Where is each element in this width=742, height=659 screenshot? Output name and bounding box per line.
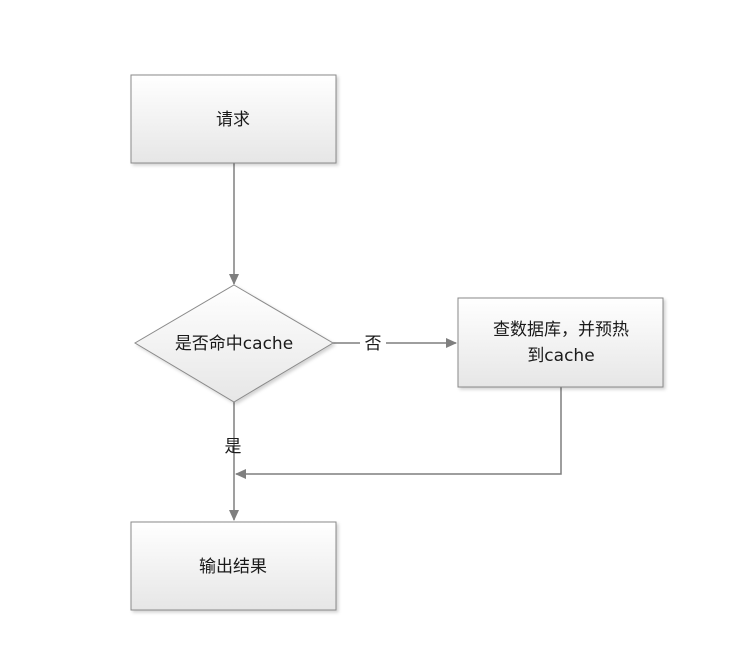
node-query: 查数据库，并预热 到cache [457,297,664,388]
node-output-label: 输出结果 [199,557,267,577]
node-query-box [457,297,664,388]
node-query-label-line1: 查数据库，并预热 [493,320,629,340]
node-query-label-line2: 到cache [527,346,594,366]
node-request-box [130,74,337,164]
edge-label-no-bg [360,331,386,355]
node-output: 输出结果 [130,521,337,611]
node-output-box [130,521,337,611]
edge-query-to-merge [235,387,562,479]
node-request: 请求 [130,74,337,164]
node-decision: 是否命中cache [134,284,334,403]
edge-label-no: 否 [365,334,382,354]
edge-label-yes: 是 [225,437,242,457]
node-decision-diamond [134,284,334,403]
node-request-label: 请求 [216,110,250,130]
node-decision-label: 是否命中cache [175,334,293,354]
